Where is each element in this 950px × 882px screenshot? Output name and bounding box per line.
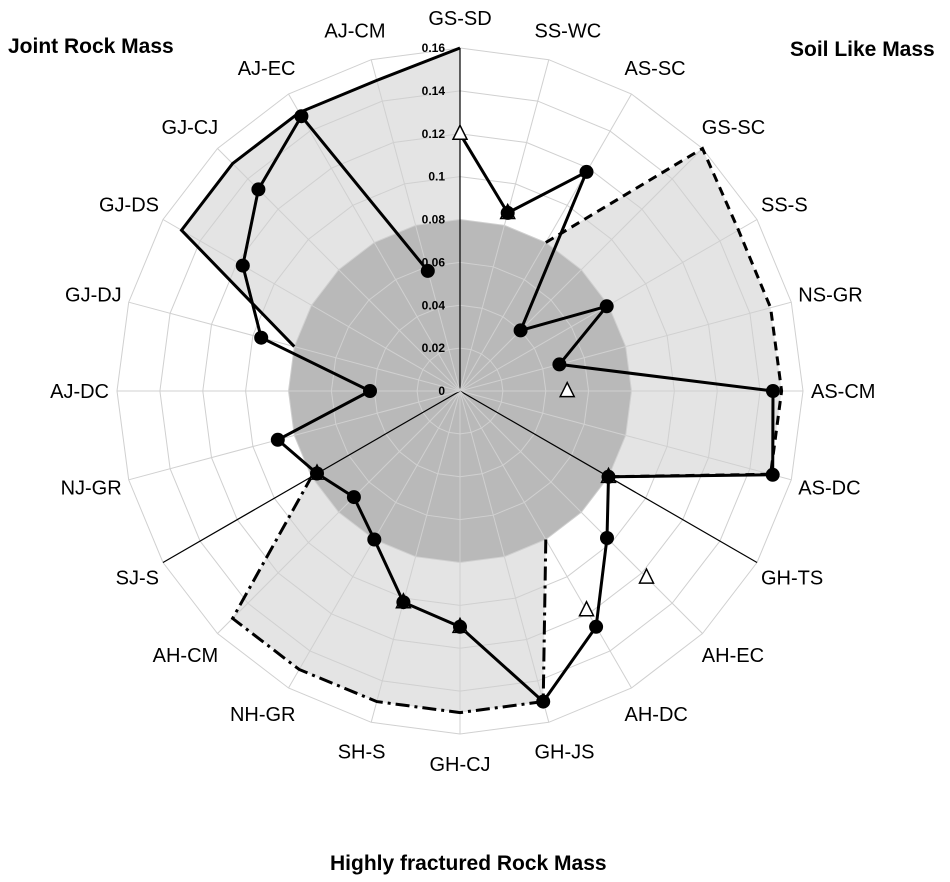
marker-circle-SJ-S [310, 466, 324, 481]
category-label-as-dc: AS-DC [798, 478, 860, 500]
marker-circle-AS-CM [766, 384, 780, 398]
grid-spoke [370, 390, 461, 723]
group-label-highly-fractured-rock-mass: Highly fractured Rock Mass [330, 852, 607, 875]
marker-circle-SH-S [396, 595, 411, 610]
marker-circle-GJ-CJ [251, 182, 266, 197]
category-label-as-cm: AS-CM [811, 381, 875, 403]
tick-label: 0.06 [422, 255, 446, 269]
marker-circle-GS-SC [513, 323, 528, 338]
category-label-aj-ec: AJ-EC [238, 58, 296, 80]
category-label-ah-cm: AH-CM [153, 645, 219, 667]
marker-circle-AS-SC [579, 164, 594, 179]
category-label-nj-gr: NJ-GR [61, 478, 122, 500]
marker-circle-AJ-EC [294, 109, 309, 124]
group-label-soil-like-mass: Soil Like Mass [790, 38, 935, 61]
tick-label: 0.12 [422, 127, 446, 141]
marker-circle-AH-EC [600, 531, 614, 545]
tick-label: 0.1 [428, 170, 445, 184]
group-label-joint-rock-mass: Joint Rock Mass [8, 35, 174, 58]
marker-circle-GH-CJ [453, 619, 467, 634]
envelope-line-soil [545, 146, 784, 479]
category-label-gh-cj: GH-CJ [429, 754, 490, 776]
marker-triangle-AH-EC [638, 567, 655, 584]
series-markers [235, 109, 780, 709]
category-label-ah-ec: AH-EC [702, 645, 764, 667]
data-series-line [241, 114, 775, 704]
category-label-gj-ds: GJ-DS [99, 195, 159, 217]
category-label-aj-dc: AJ-DC [50, 381, 109, 403]
grid-spoke [288, 93, 461, 392]
marker-circle-AJ-DC [363, 384, 377, 398]
category-label-gj-dj: GJ-DJ [65, 285, 122, 307]
tick-label: 0.08 [422, 213, 446, 227]
tick-label: 0 [438, 384, 445, 398]
grid-spoke [459, 93, 632, 392]
tick-label: 0.14 [422, 84, 446, 98]
grid-spoke [370, 59, 461, 392]
series-lines [241, 114, 775, 704]
grid-spoke [459, 301, 792, 392]
category-label-nh-gr: NH-GR [230, 704, 296, 726]
marker-circle-AS-DC [765, 467, 780, 482]
radial-tick-labels: 0 0.02 0.04 0.06 0.08 0.1 0.12 0.14 0.16 [422, 41, 446, 398]
grid-spoke [217, 390, 461, 634]
category-labels: GS-SD SS-WC AS-SC GS-SC SS-S NS-GR AS-CM AS-DC G… [50, 8, 875, 776]
category-label-ns-gr: NS-GR [798, 285, 862, 307]
category-label-aj-cm: AJ-CM [324, 21, 385, 43]
category-label-as-sc: AS-SC [625, 58, 686, 80]
tick-label: 0.04 [422, 298, 446, 312]
tick-label: 0.02 [422, 341, 446, 355]
grid-spoke [459, 390, 792, 481]
grid-spoke [162, 219, 461, 392]
tick-label: 0.16 [422, 41, 446, 55]
marker-circle-NJ-GR [270, 432, 285, 447]
marker-circle-AH-CM [346, 490, 361, 505]
marker-circle-GH-JS [536, 694, 551, 709]
marker-circle-NH-GR [367, 532, 382, 547]
category-label-gs-sd: GS-SD [428, 8, 491, 30]
marker-triangle-AS-CM [558, 380, 576, 398]
category-label-gj-cj: GJ-CJ [162, 117, 219, 139]
marker-circle-GJ-DJ [254, 330, 269, 345]
category-label-gh-js: GH-JS [535, 741, 595, 763]
envelope-line-joint [179, 46, 461, 348]
marker-circle-AH-DC [589, 619, 604, 634]
marker-circle-GH-TS [601, 469, 616, 484]
category-label-sh-s: SH-S [338, 741, 386, 763]
marker-circle-NS-GR [552, 357, 567, 372]
grid-spoke [459, 148, 703, 392]
marker-triangle-GS-SD [451, 123, 469, 141]
grid-spoke [128, 390, 461, 481]
category-label-sj-s: SJ-S [116, 568, 159, 590]
grid-spoke [459, 59, 550, 392]
marker-circle-AJ-CM [420, 263, 435, 278]
marker-circle-GJ-DS [235, 258, 250, 273]
category-label-ss-wc: SS-WC [535, 21, 602, 43]
marker-circle-SS-WC [500, 205, 515, 220]
grid-spoke [128, 301, 461, 392]
category-label-ss-s: SS-S [761, 195, 808, 217]
grid-spoke [459, 390, 550, 723]
marker-triangle-AH-DC [578, 600, 595, 617]
marker-circle-SS-S [599, 299, 614, 314]
category-label-ah-dc: AH-DC [625, 704, 688, 726]
category-label-gh-ts: GH-TS [761, 568, 823, 590]
category-label-gs-sc: GS-SC [702, 117, 765, 139]
grid-spoke [459, 390, 703, 634]
